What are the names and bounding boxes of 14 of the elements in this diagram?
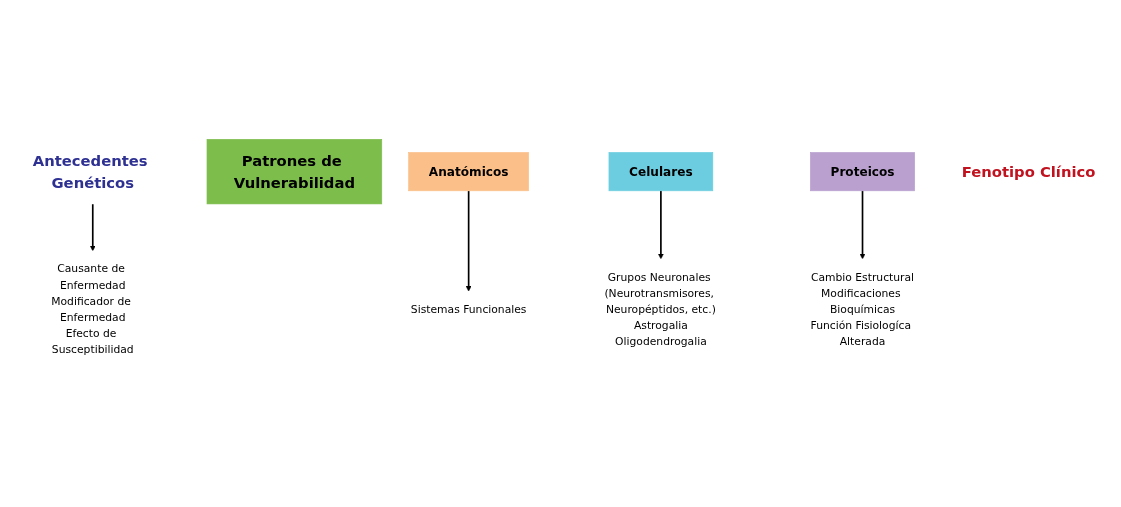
arrow [89,202,96,252]
node-box: Anatómicos [408,152,529,191]
node-text: Causante de Enfermedad Modificador de Enfermedad Efecto de Susceptibilidad [51,262,134,356]
node-text: Cambio Estructural Modificaciones Bioquímicas Función Fisiologíca Alterada [810,270,915,348]
node-text: Sistemas Funcionales [410,302,527,316]
node-text: Antecedentes Genéticos [32,152,148,191]
node-text: Grupos Neuronales (Neurotransmisores, Neuropéptidos, etc.) Astrogalia Oligodendrogalia [604,270,716,348]
node-text: Fenotipo Clínico [961,163,1096,180]
arrow [465,189,472,292]
arrow [657,189,664,260]
node-box: Proteicos [810,152,915,191]
arrow [859,189,866,260]
node-box: Patrones de Vulnerabilidad [206,138,383,205]
node-box: Celulares [608,152,714,191]
